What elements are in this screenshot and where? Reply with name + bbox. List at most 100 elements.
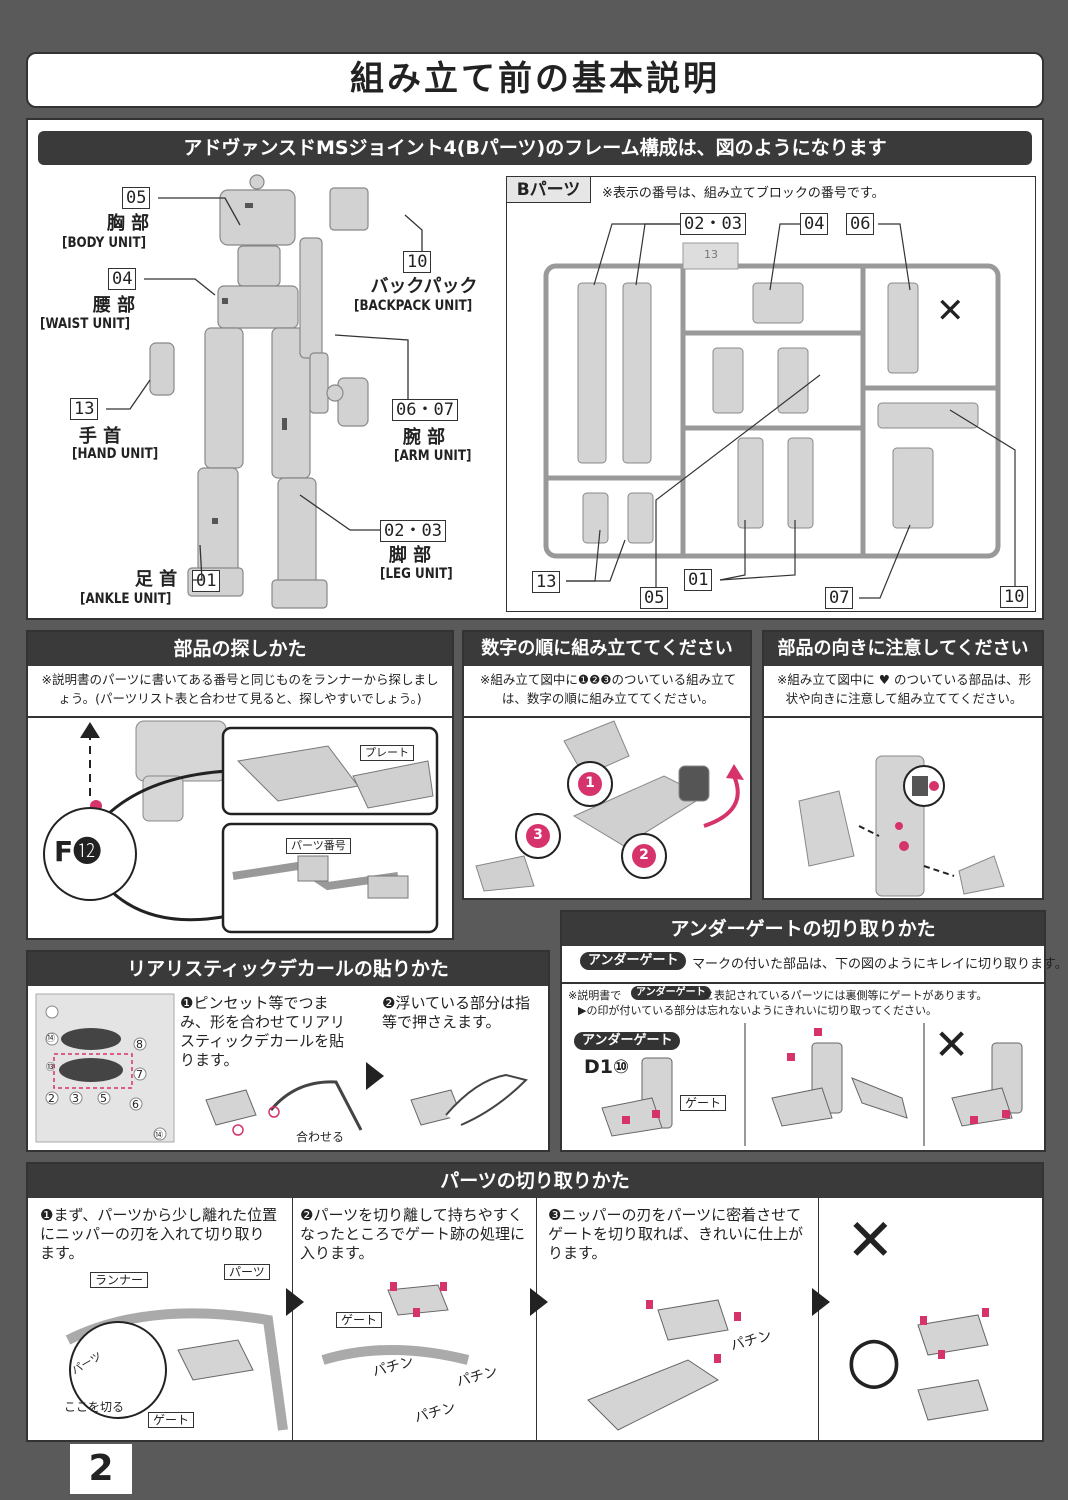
- frame-label-05-num: 05: [122, 187, 151, 209]
- runner-mark: 13: [704, 248, 718, 261]
- cutting-o-mark: ○: [846, 1323, 902, 1397]
- frame-label-13-num: 13: [70, 398, 99, 420]
- undergate-divider: [562, 982, 1044, 984]
- runner-callout-0203: 02・03: [680, 213, 746, 235]
- cutting-arrow-1: [286, 1288, 304, 1316]
- cutting-runner-tag: ランナー: [90, 1272, 149, 1288]
- runner-callout-07: 07: [825, 587, 854, 609]
- runner-callout-01: 01: [684, 569, 713, 591]
- frame-label-0607-jp: 腕 部: [402, 427, 446, 448]
- cutting-divider-1: [292, 1198, 293, 1440]
- decal-sheet-num-3: 8: [136, 1038, 143, 1051]
- find-parts-number-tag: パーツ番号: [286, 838, 351, 854]
- runner-diagram: [543, 242, 1001, 559]
- frame-label-13-jp: 手 首: [78, 426, 122, 447]
- page-title-box: [26, 52, 1044, 108]
- cutting-gate-tag-1: ゲート: [148, 1412, 195, 1428]
- decal-sheet: [35, 993, 175, 1143]
- cutting-figure: [65, 1282, 989, 1431]
- cutting-arrow-2: [530, 1288, 548, 1316]
- runner-x-mark: ✕: [936, 291, 965, 331]
- order-step-1: 1: [585, 775, 595, 791]
- frame-label-04-jp: 腰 部: [92, 295, 136, 316]
- page-title: 組み立て前の基本説明: [350, 59, 720, 99]
- decal-sheet-num-1: ⑭: [46, 1034, 56, 1044]
- cutting-header: パーツの切り取りかた: [28, 1164, 1042, 1198]
- frame-label-13-en: [HAND UNIT]: [72, 446, 159, 462]
- runner-callout-10: 10: [1000, 586, 1029, 608]
- decal-sheet-num-5: 2: [48, 1092, 55, 1105]
- page-number-box: [70, 1444, 132, 1494]
- decal-sheet-num-6: 3: [72, 1092, 79, 1105]
- order-figure: [475, 720, 744, 892]
- undergate-part-label: D1⑩: [584, 1056, 630, 1078]
- cutting-divider-3: [818, 1198, 819, 1440]
- decal-sheet-num-4: 7: [136, 1068, 143, 1081]
- find-parts-big-label: F⓬: [54, 835, 102, 868]
- decal-sheet-num-7: 5: [100, 1092, 107, 1105]
- undergate-pill: アンダーゲート: [580, 952, 687, 970]
- frame-label-10-jp: バックパック: [370, 276, 478, 297]
- undergate-x-mark: ✕: [934, 1020, 970, 1069]
- frame-label-04-num: 04: [108, 268, 137, 290]
- decal-step-1: ❶ピンセット等でつまみ、形を合わせてリアリスティックデカールを貼ります。: [180, 994, 346, 1069]
- runner-callout-06: 06: [846, 213, 875, 235]
- cutting-step-3: ❸ニッパーの刃をパーツに密着させてゲートを切り取れば、きれいに仕上がります。: [548, 1206, 804, 1262]
- find-parts-divider: [28, 716, 452, 718]
- runner-callout-05: 05: [640, 587, 669, 609]
- undergate-intro: マークの付いた部品は、下の図のようにキレイに切り取ります。: [692, 957, 1068, 972]
- runner-leader-lines: [566, 223, 1016, 599]
- frame-leader-lines: [106, 197, 423, 581]
- decal-align-tag: 合わせる: [296, 1130, 345, 1144]
- decal-sheet-num-9: ⑭: [154, 1131, 164, 1141]
- direction-divider: [764, 716, 1042, 718]
- decal-sheet-num-8: 6: [132, 1098, 139, 1111]
- runner-callout-13: 13: [532, 571, 561, 593]
- frame-label-01-en: [ANKLE UNIT]: [80, 591, 172, 607]
- undergate-figure: [601, 1023, 1023, 1146]
- frame-header: アドヴァンスドMSジョイント4(Bパーツ)のフレーム構成は、図のようになります: [38, 131, 1032, 165]
- undergate-header: アンダーゲートの切り取りかた: [562, 912, 1044, 946]
- cutting-x-mark: ✕: [846, 1206, 895, 1274]
- frame-label-10-en: [BACKPACK UNIT]: [354, 298, 473, 314]
- runner-note: ※表示の番号は、組み立てブロックの番号です。: [602, 186, 885, 201]
- order-step-3: 3: [533, 827, 543, 843]
- find-parts-plate-tag: プレート: [360, 745, 414, 761]
- order-step-2: 2: [639, 847, 649, 863]
- order-header: 数字の順に組み立ててください: [464, 632, 750, 666]
- undergate-note-b: と表記されているパーツには裏側等にゲートがあります。: [703, 989, 988, 1002]
- decal-arrow: [366, 1062, 384, 1090]
- undergate-label-pill: アンダーゲート: [574, 1032, 681, 1050]
- undergate-gate-tag: ゲート: [680, 1095, 727, 1111]
- frame-label-0203-num: 02・03: [380, 520, 446, 542]
- order-note: ※組み立て図中に❶❷❸のついている組み立ては、数字の順に組み立ててください。: [479, 672, 737, 706]
- decal-step-2: ❷浮いている部分は指等で押さえます。: [382, 994, 530, 1031]
- undergate-note-a: ※説明書で: [568, 989, 622, 1002]
- page-number: 2: [88, 1448, 114, 1489]
- direction-header: 部品の向きに注意してください: [764, 632, 1042, 666]
- direction-figure: [798, 755, 1005, 897]
- direction-note: ※組み立て図中に ♥ のついている部品は、形状や向きに注意して組み立ててください…: [776, 672, 1032, 706]
- frame-label-0203-en: [LEG UNIT]: [380, 566, 453, 582]
- undergate-note-c: ▶の印が付いている部分は忘れないようにきれいに切り取ってください。: [578, 1004, 938, 1017]
- find-parts-note: ※説明書のパーツに書いてある番号と同じものをランナーから探しましょう。(パーツリ…: [41, 672, 439, 706]
- runner-tag: Bパーツ: [507, 177, 591, 203]
- frame-label-10-num: 10: [403, 251, 432, 273]
- frame-label-04-en: [WAIST UNIT]: [40, 316, 131, 332]
- cutting-cut-here: ここを切る: [64, 1400, 125, 1414]
- undergate-note-pill: アンダーゲート: [631, 986, 711, 1000]
- cutting-parts-tag: パーツ: [224, 1264, 270, 1280]
- find-parts-figure: [43, 720, 439, 934]
- frame-label-0203-jp: 脚 部: [388, 545, 432, 566]
- cutting-divider-2: [536, 1198, 537, 1440]
- runner-callout-04: 04: [800, 213, 829, 235]
- frame-label-0607-num: 06・07: [392, 399, 458, 421]
- frame-label-0607-en: [ARM UNIT]: [394, 448, 472, 464]
- decal-header: リアリスティックデカールの貼りかた: [28, 952, 548, 986]
- decal-sheet-num-2: ⑬: [46, 1063, 56, 1073]
- find-parts-header: 部品の探しかた: [28, 632, 452, 666]
- cutting-step-1: ❶まず、パーツから少し離れた位置にニッパーの刃を入れて切り取ります。: [40, 1206, 278, 1262]
- order-divider: [464, 716, 750, 718]
- frame-label-05-jp: 胸 部: [106, 213, 150, 234]
- decal-figure: [205, 1073, 528, 1136]
